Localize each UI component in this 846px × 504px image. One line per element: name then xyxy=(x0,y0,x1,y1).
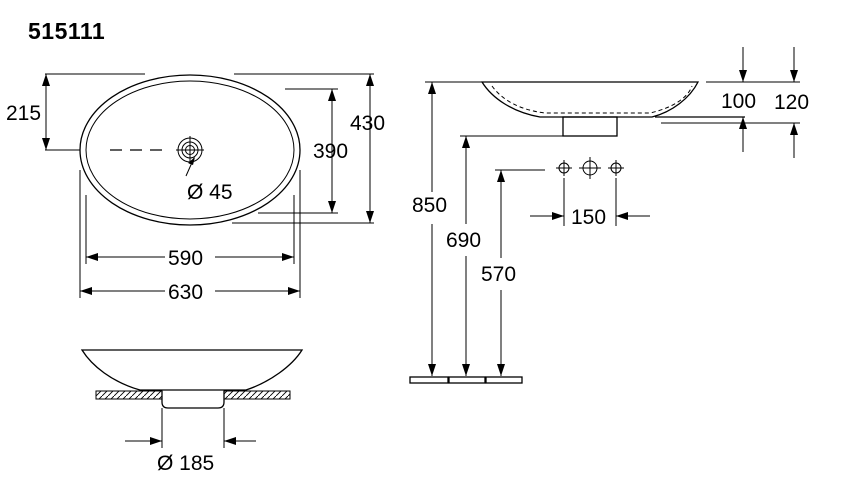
top-view: Ø 45 215 390 430 xyxy=(6,73,385,304)
countertop-hatch-left xyxy=(95,390,163,400)
basin-side-outline xyxy=(480,81,700,118)
tap-hole-left xyxy=(556,160,572,176)
dimension-430: 430 xyxy=(350,74,385,223)
basin-front-outline xyxy=(80,349,304,391)
dimension-850: 850 xyxy=(412,82,447,376)
model-number: 515111 xyxy=(28,18,106,44)
dimension-215-label: 215 xyxy=(6,102,41,125)
dimension-850-label: 850 xyxy=(412,194,447,217)
dimension-120-label: 120 xyxy=(774,91,809,114)
tap-hole-center xyxy=(579,157,601,179)
side-view: 100 120 xyxy=(409,47,809,384)
dimension-630: 630 xyxy=(80,281,300,304)
dimension-100: 100 xyxy=(721,47,756,152)
dimension-590-label: 590 xyxy=(168,247,203,270)
dimension-570: 570 xyxy=(481,170,516,376)
dimension-150: 150 xyxy=(530,178,650,229)
basin-front-foot xyxy=(161,391,225,409)
floor-block-690 xyxy=(448,376,486,384)
floor-block-850 xyxy=(409,376,449,384)
dimension-390: 390 xyxy=(313,89,348,213)
dimension-215: 215 xyxy=(6,74,50,150)
dimension-430-label: 430 xyxy=(350,112,385,135)
basin-foot xyxy=(562,116,618,137)
waste-outlet xyxy=(176,136,204,164)
dimension-570-label: 570 xyxy=(481,263,516,286)
countertop-hatch-right xyxy=(223,390,291,400)
tap-holes xyxy=(556,157,624,179)
dimension-630-label: 630 xyxy=(168,281,203,304)
front-view: Ø 185 xyxy=(80,349,304,475)
dimension-120: 120 xyxy=(774,47,809,158)
dimension-150-label: 150 xyxy=(571,206,606,229)
dimension-185-label: Ø 185 xyxy=(157,452,214,475)
basin-inner-dashed xyxy=(491,85,693,114)
dimension-690: 690 xyxy=(446,136,481,376)
dimension-690-label: 690 xyxy=(446,229,481,252)
dimension-590: 590 xyxy=(86,247,294,270)
dimension-100-label: 100 xyxy=(721,90,756,113)
dimension-185: Ø 185 xyxy=(125,408,256,475)
basin-inner-outline xyxy=(85,80,295,220)
waste-diameter-label: Ø 45 xyxy=(187,181,233,204)
tap-hole-right xyxy=(608,160,624,176)
dimension-390-label: 390 xyxy=(313,140,348,163)
floor-block-570 xyxy=(485,376,523,384)
